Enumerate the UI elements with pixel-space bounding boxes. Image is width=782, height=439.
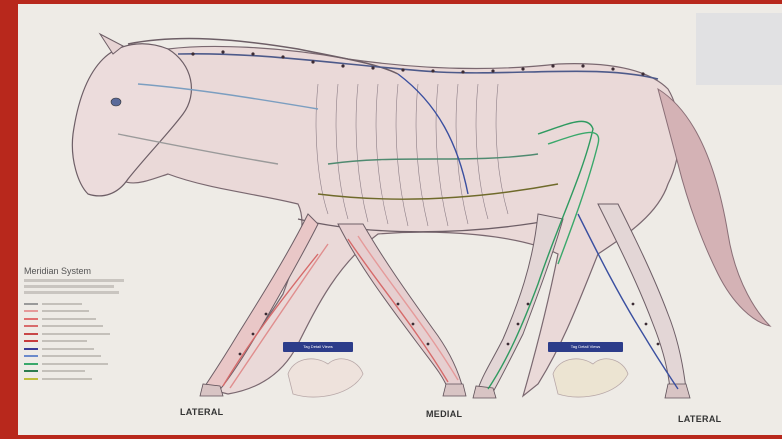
legend-row [24, 315, 144, 323]
legend-text-line [42, 378, 92, 380]
legend-subtitle-line [24, 279, 124, 282]
legend-row [24, 300, 144, 308]
legend-row [24, 368, 144, 376]
legend-row [24, 360, 144, 368]
legend-row [24, 353, 144, 361]
label-lateral-right: LATERAL [678, 414, 721, 424]
legend-swatch [24, 370, 38, 372]
legend-text-line [42, 325, 103, 327]
legend-swatch [24, 333, 38, 335]
horse-acupuncture-chart: Meridian System Tag Detail Views Tag Det… [18, 4, 782, 435]
legend-text-line [42, 303, 82, 305]
legend-text-line [42, 333, 110, 335]
legend-subtitle-line [24, 285, 114, 288]
legend-row [24, 323, 144, 331]
legend-swatch [24, 325, 38, 327]
legend-text-line [42, 348, 94, 350]
legend-text-line [42, 310, 89, 312]
legend-swatch [24, 310, 38, 312]
legend-text-line [42, 363, 108, 365]
insert-left-title: Tag Detail Views [283, 342, 353, 352]
horse-tail [658, 89, 770, 326]
legend-swatch [24, 340, 38, 342]
legend-row [24, 375, 144, 383]
legend-text-line [42, 318, 96, 320]
legend-swatch [24, 318, 38, 320]
legend-text-line [42, 355, 101, 357]
legend-title: Meridian System [24, 266, 144, 276]
label-medial: MEDIAL [426, 409, 462, 419]
insert-right-title: Tag Detail Views [548, 342, 623, 352]
legend-swatch [24, 348, 38, 350]
horse-eye [111, 98, 121, 106]
label-lateral-left: LATERAL [180, 407, 223, 417]
legend-subtitle-line [24, 291, 119, 294]
legend-row [24, 330, 144, 338]
legend-text-line [42, 370, 85, 372]
legend-swatch [24, 303, 38, 305]
legend-swatch [24, 363, 38, 365]
legend-row [24, 345, 144, 353]
legend-swatch [24, 355, 38, 357]
legend-swatch [24, 378, 38, 380]
legend-row [24, 338, 144, 346]
legend-text-line [42, 340, 87, 342]
meridian-legend: Meridian System [24, 266, 144, 383]
legend-row [24, 308, 144, 316]
